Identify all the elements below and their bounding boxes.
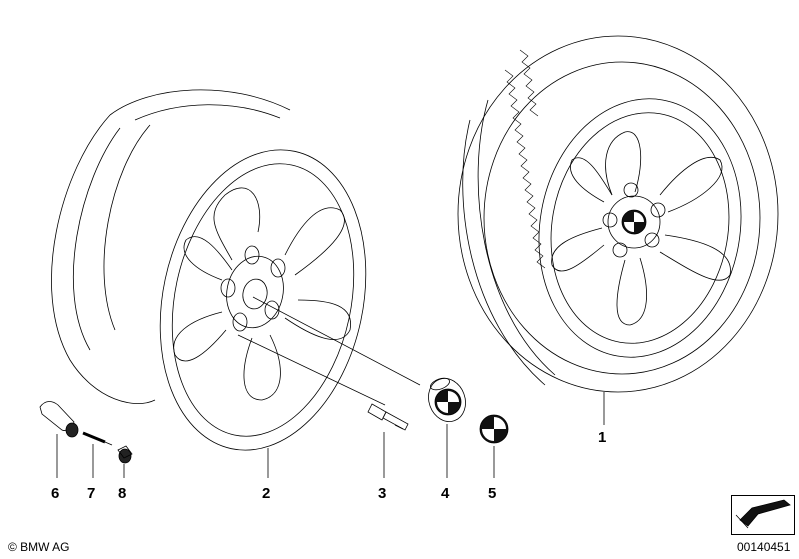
callout-2: 2: [262, 485, 271, 502]
valve-body: [39, 401, 79, 438]
diagram-id-box: [731, 495, 795, 535]
hub-cap: [428, 377, 466, 422]
callout-5: 5: [488, 485, 497, 502]
arrow-orientation-icon: [735, 499, 791, 529]
valve-insert: [82, 431, 113, 446]
callout-leaders: [56, 392, 605, 478]
callout-3: 3: [378, 485, 387, 502]
valve-cap: [117, 445, 133, 464]
callout-6: 6: [51, 485, 60, 502]
callout-8: 8: [118, 485, 127, 502]
callout-4: 4: [441, 485, 450, 502]
bmw-roundel-icon: [434, 388, 462, 416]
callout-7: 7: [87, 485, 96, 502]
light-alloy-rim: [51, 89, 421, 451]
complete-wheel-with-tyre: [457, 35, 779, 393]
diagram-number: 00140451: [737, 540, 791, 554]
copyright-text: © BMW AG: [8, 540, 70, 554]
callout-1: 1: [598, 429, 607, 446]
emblem: [479, 414, 509, 444]
wheel-bolt: [367, 403, 409, 431]
bmw-roundel-icon: [621, 209, 647, 235]
